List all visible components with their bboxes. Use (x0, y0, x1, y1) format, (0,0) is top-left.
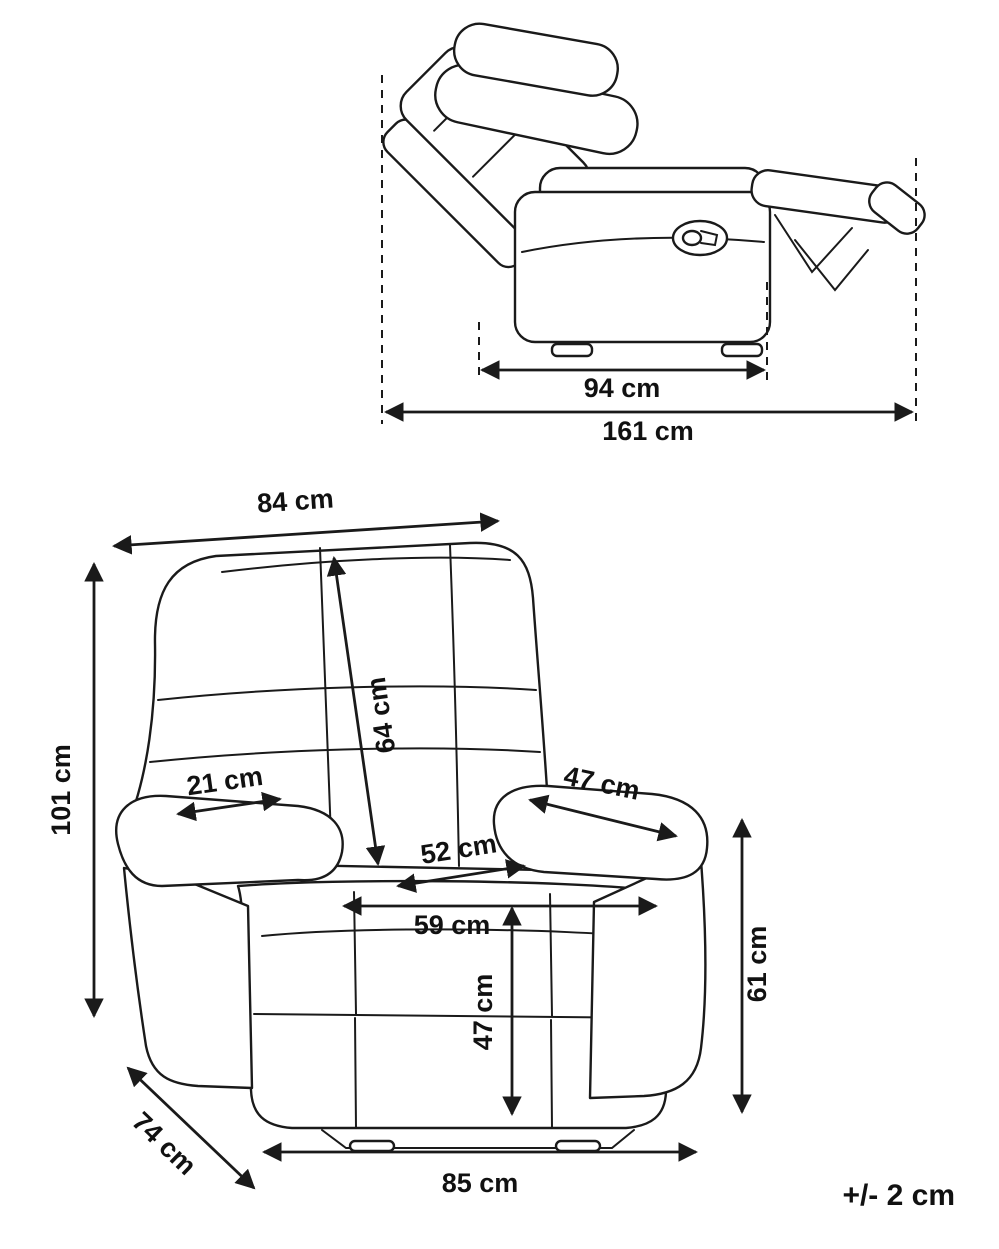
backrest-vertical-seam (449, 544, 460, 867)
front-view-drawing (115, 541, 709, 1153)
dim-line (326, 556, 386, 866)
seat-body-side (513, 190, 772, 344)
dim-line (126, 1066, 256, 1190)
footrest-linkage (774, 214, 869, 292)
left-armrest-pad (115, 794, 344, 888)
dim-line (396, 859, 526, 893)
chair-foot (550, 342, 594, 358)
dim-label-seat-width: 59 cm (414, 910, 491, 940)
dim-label-overall-height: 101 cm (46, 744, 76, 836)
footrest-end-flap (868, 181, 926, 235)
tolerance-note: +/- 2 cm (842, 1179, 955, 1212)
chair-foot (554, 1139, 602, 1153)
armrest-side-seam (521, 236, 765, 253)
right-armrest-pad (492, 784, 709, 881)
dim-label-backrest-top-width: 84 cm (256, 483, 334, 518)
side-view-drawing (382, 22, 926, 358)
dim-backrest-top-width: 84 cm (112, 483, 500, 555)
recline-lever-detail (700, 230, 719, 247)
dim-label-base-width: 85 cm (442, 1168, 519, 1198)
chair-foot (348, 1139, 396, 1153)
chair-foot (720, 342, 764, 358)
dim-seat-base-depth: 94 cm (480, 360, 766, 403)
dim-line (112, 512, 500, 555)
dim-armrest-height: 61 cm (732, 818, 772, 1114)
dim-label-seat-base-depth: 94 cm (584, 373, 661, 403)
dim-label-seat-height: 47 cm (468, 974, 498, 1051)
dim-line (528, 794, 678, 842)
headrest-cushion-upper (452, 22, 619, 97)
dim-overall-height: 101 cm (46, 562, 104, 1018)
dim-label-total-reclined-length: 161 cm (602, 416, 694, 446)
dim-seat-height: 47 cm (468, 906, 522, 1116)
dim-total-reclined-length: 161 cm (384, 402, 914, 446)
dim-line (176, 791, 282, 822)
dim-seat-width: 59 cm (342, 896, 658, 940)
left-armrest-panel (122, 866, 254, 1090)
dim-label-armrest-height: 61 cm (742, 926, 772, 1003)
dim-label-overall-depth: 74 cm (126, 1106, 202, 1181)
dim-base-width: 85 cm (262, 1142, 698, 1198)
recline-lever-handle (681, 229, 703, 247)
